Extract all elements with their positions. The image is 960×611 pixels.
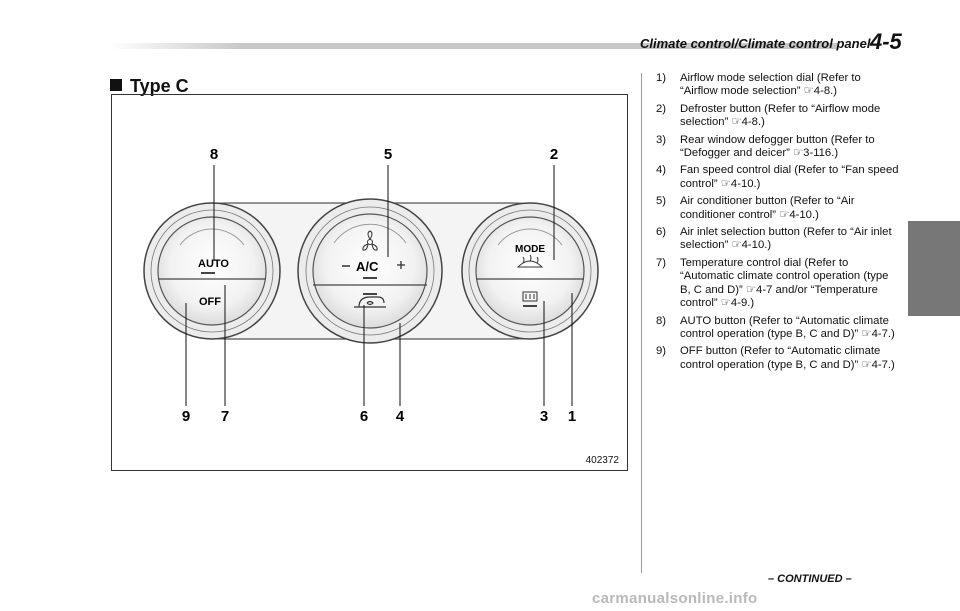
list-item-text: Air conditioner button (Refer to “Air co… bbox=[680, 195, 855, 221]
chapter-thumb-tab bbox=[908, 221, 960, 316]
left-dial-rim bbox=[150, 209, 274, 333]
callout-leaders bbox=[185, 165, 573, 406]
continued-marker: – CONTINUED – bbox=[768, 573, 852, 585]
right-dial-group: MODE bbox=[461, 202, 599, 340]
callout-8: 8 bbox=[210, 146, 218, 163]
list-item: 5) Air conditioner button (Refer to “Air … bbox=[656, 195, 900, 222]
callout-1: 1 bbox=[568, 408, 576, 425]
list-item-text: Airflow mode selection dial (Refer to “A… bbox=[680, 72, 861, 98]
list-item: 9) OFF button (Refer to “Automatic climat… bbox=[656, 345, 900, 372]
list-item: 3) Rear window defogger button (Refer to … bbox=[656, 134, 900, 161]
climate-panel-illustration: AUTO OFF A/C bbox=[143, 146, 599, 425]
section-heading: Type C bbox=[110, 76, 189, 97]
list-item-number: 2) bbox=[656, 102, 667, 115]
list-item-text: Fan speed control dial (Refer to “Fan sp… bbox=[680, 164, 899, 190]
rear-defogger-indicator bbox=[523, 305, 537, 307]
list-item: 2) Defroster button (Refer to “Airflow mo… bbox=[656, 103, 900, 130]
temperature-dial[interactable] bbox=[157, 216, 267, 326]
list-item-text: OFF button (Refer to “Automatic climate … bbox=[680, 345, 895, 371]
list-item-number: 8) bbox=[656, 314, 667, 327]
callout-5: 5 bbox=[384, 146, 392, 163]
list-item-number: 6) bbox=[656, 226, 667, 239]
list-item-number: 4) bbox=[656, 164, 667, 177]
page-number: 4-5 bbox=[870, 29, 902, 54]
fan-speed-dial[interactable] bbox=[312, 213, 428, 329]
list-item-number: 9) bbox=[656, 345, 667, 358]
auto-indicator bbox=[201, 272, 215, 274]
list-item: 7) Temperature control dial (Refer to “Au… bbox=[656, 257, 900, 311]
callout-9: 9 bbox=[182, 408, 190, 425]
center-dial-arc bbox=[333, 223, 407, 244]
callout-2: 2 bbox=[550, 146, 558, 163]
off-button-label[interactable]: OFF bbox=[199, 296, 221, 308]
rear-defogger-icon[interactable] bbox=[522, 291, 538, 302]
climate-panel-figure: AUTO OFF A/C bbox=[111, 94, 628, 471]
callout-7: 7 bbox=[221, 408, 229, 425]
callout-numbers: 8 5 2 9 7 6 4 3 1 bbox=[182, 146, 576, 425]
left-dial-group: AUTO OFF bbox=[143, 202, 281, 340]
list-item-text: Rear window defogger button (Refer to “D… bbox=[680, 133, 875, 160]
list-item-number: 5) bbox=[656, 195, 667, 208]
column-divider bbox=[641, 73, 642, 573]
right-dial-rim bbox=[468, 209, 592, 333]
defroster-icon[interactable] bbox=[516, 254, 544, 268]
callout-4: 4 bbox=[396, 408, 405, 425]
auto-button-label[interactable]: AUTO bbox=[198, 258, 229, 270]
recirculation-indicator bbox=[363, 293, 377, 295]
airflow-mode-dial[interactable] bbox=[475, 216, 585, 326]
left-dial-arc bbox=[179, 228, 245, 246]
center-dial-group: A/C bbox=[297, 198, 443, 344]
fan-icon bbox=[362, 230, 378, 251]
ac-button-label[interactable]: A/C bbox=[356, 259, 379, 274]
list-item-text: Air inlet selection button (Refer to “Ai… bbox=[680, 226, 892, 252]
center-dial-rim bbox=[305, 206, 435, 336]
list-item-number: 3) bbox=[656, 133, 667, 146]
callout-3: 3 bbox=[540, 408, 548, 425]
ac-indicator bbox=[363, 277, 377, 279]
right-dial-arc bbox=[497, 228, 563, 246]
fan-plus-mark bbox=[397, 261, 405, 269]
figure-id: 402372 bbox=[585, 455, 619, 466]
list-item: 8) AUTO button (Refer to “Automatic clima… bbox=[656, 315, 900, 342]
header-rule bbox=[110, 43, 838, 49]
watermark-text: carmanualsonline.info bbox=[592, 590, 758, 607]
square-bullet-icon bbox=[110, 79, 122, 91]
list-item: 1) Airflow mode selection dial (Refer to … bbox=[656, 72, 900, 99]
list-item-text: AUTO button (Refer to “Automatic climate… bbox=[680, 314, 895, 340]
list-item: 4) Fan speed control dial (Refer to “Fan … bbox=[656, 164, 900, 191]
mode-label: MODE bbox=[515, 244, 545, 255]
callout-6: 6 bbox=[360, 408, 368, 425]
section-title: Type C bbox=[130, 76, 189, 96]
list-item-text: Defroster button (Refer to “Airflow mode… bbox=[680, 102, 881, 129]
list-item-number: 1) bbox=[656, 72, 667, 84]
running-header-title: Climate control/Climate control panel bbox=[640, 36, 871, 51]
recirculation-icon[interactable] bbox=[354, 296, 386, 308]
component-list: 1) Airflow mode selection dial (Refer to … bbox=[656, 72, 900, 376]
list-item-number: 7) bbox=[656, 256, 667, 269]
list-item-text: Temperature control dial (Refer to “Auto… bbox=[680, 256, 889, 310]
list-item: 6) Air inlet selection button (Refer to “… bbox=[656, 226, 900, 253]
